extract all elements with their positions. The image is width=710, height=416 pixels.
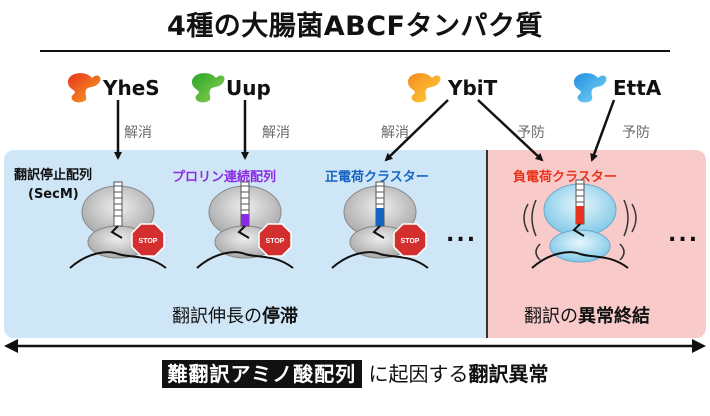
- motif-label-proline: プロリン連続配列: [172, 170, 277, 185]
- caption-termination-plain: 翻訳の: [524, 306, 578, 327]
- protein-icon-uup: [192, 73, 225, 103]
- bottom-middle: に起因する: [368, 362, 469, 386]
- ribosome-proline: STOP: [196, 181, 294, 269]
- stop-sign-label-1: STOP: [139, 238, 158, 245]
- motif-label-negative: 負電荷クラスター: [513, 170, 617, 185]
- vibration-marks: [523, 199, 637, 261]
- caption-termination-bold: 異常終結: [578, 306, 650, 327]
- arrow-ybit-to-negative: [477, 99, 544, 162]
- protein-label-uup: Uup: [226, 76, 271, 100]
- page-title: 4種の大腸菌ABCFタンパク質: [166, 11, 544, 42]
- motif-label-secm-line2: (SecM): [28, 187, 79, 202]
- protein-label-ybit: YbiT: [448, 76, 498, 100]
- stop-sign-icon-3: STOP: [393, 223, 427, 257]
- action-label-yhes: 解消: [124, 125, 152, 141]
- protein-icon-etta: [574, 73, 607, 103]
- ellipsis-stall: ...: [446, 222, 478, 247]
- caption-stall: 翻訳伸長の停滞: [172, 302, 298, 328]
- arrow-etta-to-negative: [590, 99, 616, 162]
- protein-label-etta: EttA: [613, 76, 662, 100]
- ribosome-negative: [523, 179, 637, 269]
- stop-sign-icon-1: STOP: [131, 223, 165, 257]
- arrow-ybit-to-positive: [384, 99, 449, 162]
- motif-label-positive: 正電荷クラスター: [325, 170, 429, 185]
- double-arrow: [4, 339, 706, 353]
- stop-sign-icon-2: STOP: [258, 223, 292, 257]
- protein-icon-ybit: [408, 73, 441, 103]
- protein-label-yhes: YheS: [103, 76, 160, 100]
- stop-sign-label-2: STOP: [266, 238, 285, 245]
- bottom-highlight: 難翻訳アミノ酸配列: [161, 360, 363, 388]
- motif-label-secm-line1: 翻訳停止配列: [14, 168, 93, 183]
- stop-sign-label-3: STOP: [401, 238, 420, 245]
- protein-icon-yhes: [68, 73, 101, 103]
- action-label-etta: 予防: [622, 125, 650, 141]
- ribosome-positive: STOP: [331, 181, 429, 269]
- bottom-bold: 翻訳異常: [468, 362, 549, 386]
- action-label-ybit-resolve: 解消: [381, 125, 409, 141]
- action-label-uup: 解消: [262, 125, 290, 141]
- motif-label-secm: 翻訳停止配列 (SecM): [14, 166, 92, 204]
- caption-stall-bold: 停滞: [262, 306, 298, 327]
- bottom-banner: 難翻訳アミノ酸配列 に起因する翻訳異常: [0, 358, 710, 398]
- panel-divider: [486, 150, 488, 338]
- caption-termination: 翻訳の異常終結: [524, 302, 650, 328]
- ribosome-secm: STOP: [69, 181, 167, 269]
- caption-stall-plain: 翻訳伸長の: [172, 306, 262, 327]
- action-label-ybit-prevent: 予防: [517, 125, 545, 141]
- title-underline: [40, 50, 670, 52]
- ellipsis-termination: ...: [668, 222, 700, 247]
